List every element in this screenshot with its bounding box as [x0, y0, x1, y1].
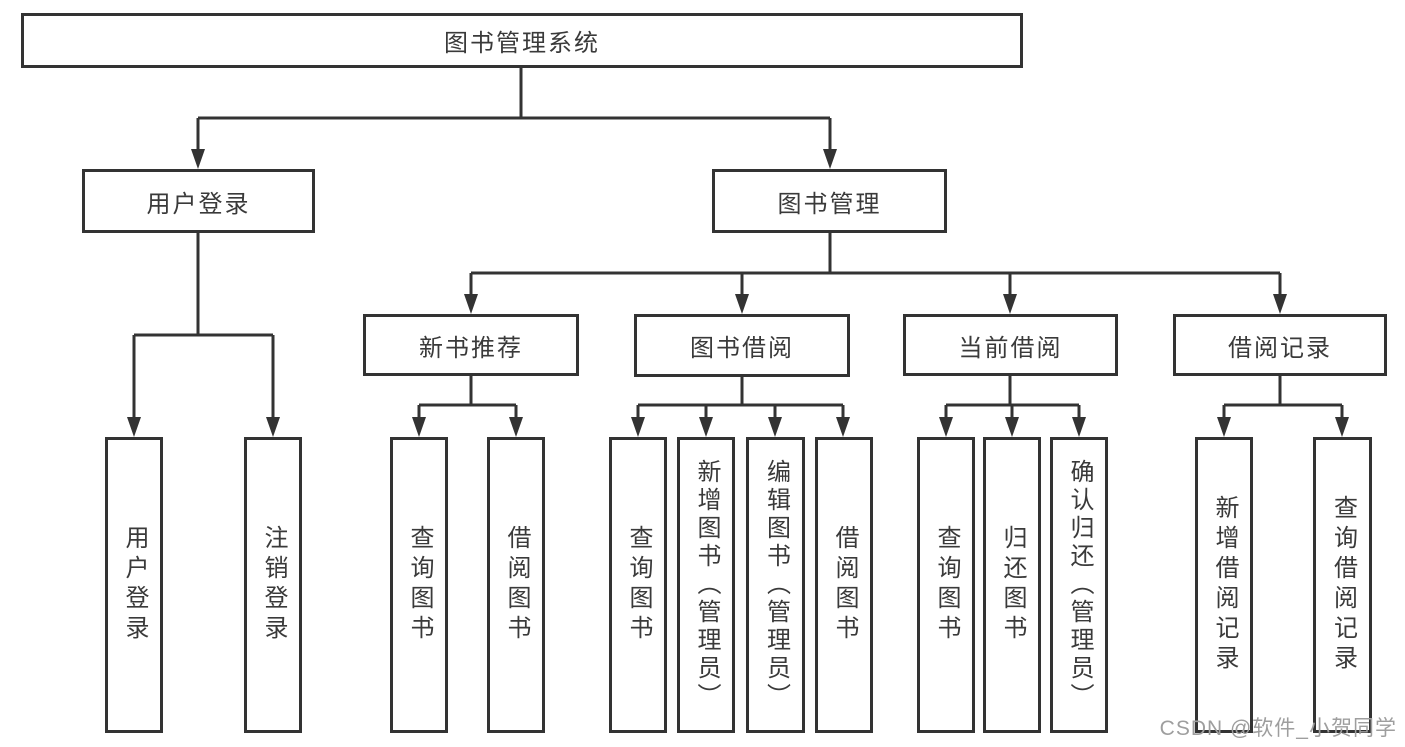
watermark: CSDN @软件_小贺同学 [1159, 717, 1397, 740]
connector-login-to-leaves [132, 233, 275, 419]
leaf-label: 归还图书 [999, 525, 1026, 645]
arrowhead [1335, 417, 1349, 437]
connector-root-to-level2 [196, 68, 832, 151]
connector-current-to-leaves [944, 376, 1081, 419]
leaf-add-book-admin: 新增图书（管理员） [677, 437, 735, 733]
arrowhead [266, 417, 280, 437]
leaf-borrow-books: 借阅图书 [815, 437, 873, 733]
node-borrowing-records: 借阅记录 [1173, 314, 1387, 376]
leaf-label: 查询图书 [625, 525, 652, 645]
node-label: 图书借阅 [690, 335, 794, 362]
leaf-borrow-books: 借阅图书 [487, 437, 545, 733]
arrowhead [464, 294, 478, 314]
leaf-label: 查询图书 [406, 525, 433, 645]
leaf-label: 确认归还（管理员） [1066, 459, 1093, 711]
node-label: 借阅记录 [1228, 334, 1332, 362]
arrowhead [412, 417, 426, 437]
node-label: 图书管理系统 [444, 30, 600, 57]
leaf-user-login: 用户登录 [105, 437, 163, 733]
leaf-confirm-return-admin: 确认归还（管理员） [1050, 437, 1108, 733]
arrowhead [127, 417, 141, 437]
arrowhead [1217, 417, 1231, 437]
node-new-book-recommend: 新书推荐 [363, 314, 579, 376]
arrowhead [768, 417, 782, 437]
leaf-label: 编辑图书（管理员） [762, 459, 790, 711]
leaf-label: 借阅图书 [503, 525, 530, 645]
arrowhead [699, 417, 713, 437]
node-book-borrowing: 图书借阅 [634, 314, 850, 377]
leaf-return-books: 归还图书 [983, 437, 1041, 733]
leaf-label: 用户登录 [121, 525, 148, 645]
connector-records-to-leaves [1222, 376, 1344, 419]
leaf-query-books: 查询图书 [917, 437, 975, 733]
node-book-management: 图书管理 [712, 169, 947, 233]
leaf-label: 新增借阅记录 [1211, 495, 1238, 675]
arrowhead [939, 417, 953, 437]
leaf-label: 注销登录 [260, 525, 287, 645]
leaf-add-borrow-record: 新增借阅记录 [1195, 437, 1253, 733]
leaf-query-borrow-record: 查询借阅记录 [1313, 437, 1372, 733]
arrowhead [1005, 417, 1019, 437]
arrowhead [823, 149, 837, 169]
leaf-edit-book-admin: 编辑图书（管理员） [746, 437, 805, 733]
leaf-label: 查询借阅记录 [1329, 495, 1357, 675]
leaf-label: 新增图书（管理员） [693, 459, 720, 711]
node-library-system: 图书管理系统 [21, 13, 1023, 68]
arrowhead [836, 417, 850, 437]
leaf-query-books: 查询图书 [609, 437, 667, 733]
node-current-borrowing: 当前借阅 [903, 314, 1118, 376]
arrowhead [1003, 294, 1017, 314]
arrowhead [509, 417, 523, 437]
node-user-login: 用户登录 [82, 169, 315, 233]
node-label: 用户登录 [146, 190, 251, 218]
arrowhead [191, 149, 205, 169]
leaf-label: 借阅图书 [831, 525, 858, 645]
connector-management-to-level3 [469, 233, 1282, 296]
arrowhead [735, 294, 749, 314]
connector-borrow-to-leaves [636, 376, 845, 419]
node-label: 图书管理 [777, 190, 882, 218]
connector-recommend-to-leaves [417, 376, 518, 419]
node-label: 新书推荐 [419, 334, 523, 362]
arrowhead [1273, 294, 1287, 314]
leaf-label: 查询图书 [933, 525, 960, 645]
leaf-logout: 注销登录 [244, 437, 302, 733]
leaf-query-books: 查询图书 [390, 437, 448, 733]
node-label: 当前借阅 [958, 334, 1063, 362]
arrowhead [1072, 417, 1086, 437]
arrowhead [631, 417, 645, 437]
